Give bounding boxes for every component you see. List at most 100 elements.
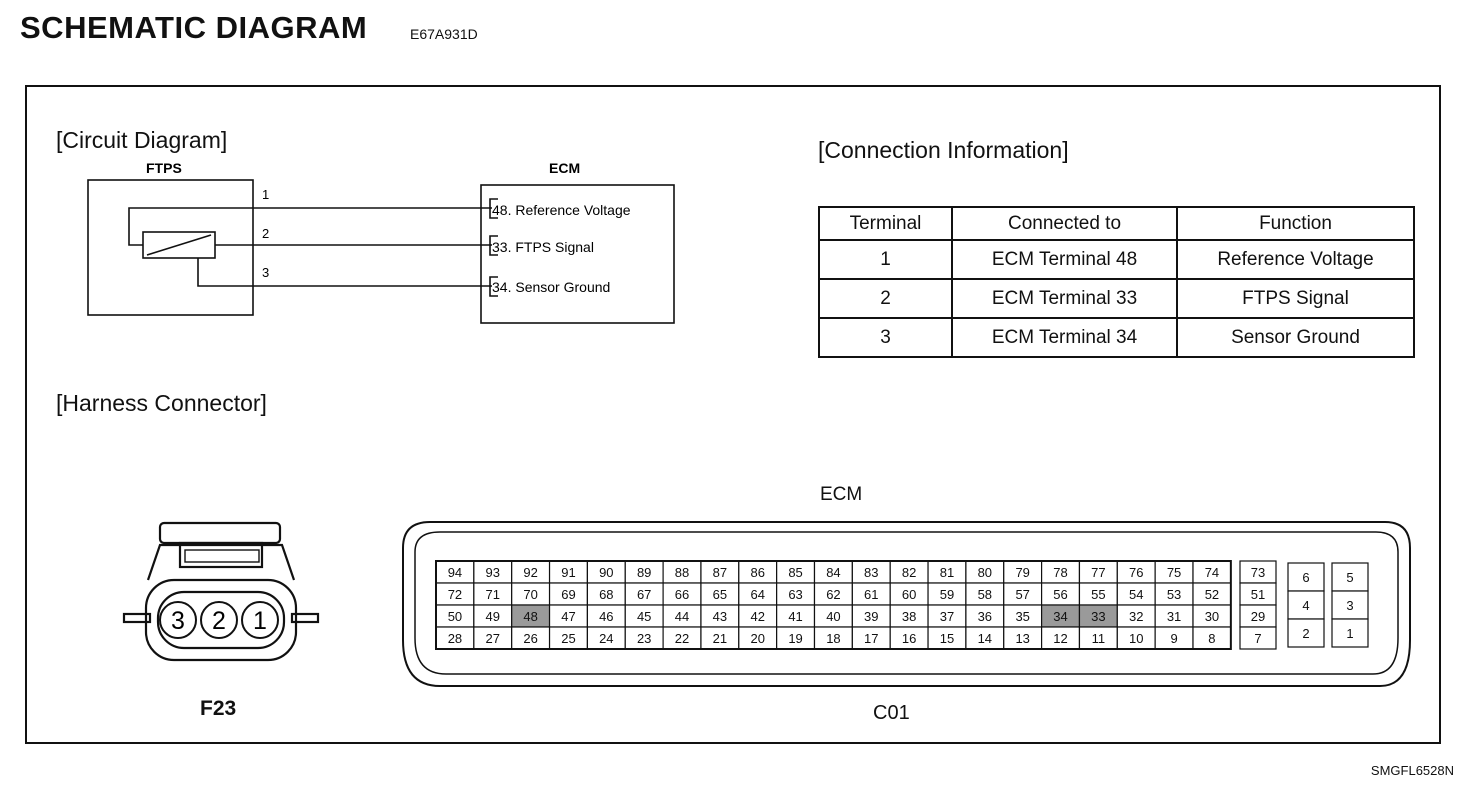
c01-pin: 26 — [511, 626, 551, 650]
c01-pin: 94 — [435, 560, 475, 584]
c01-pin: 39 — [851, 604, 891, 628]
connected-cell: ECM Terminal 48 — [951, 239, 1178, 280]
c01-pin: 36 — [965, 604, 1005, 628]
pin-number: 46 — [599, 609, 613, 624]
f23-pin: 3 — [159, 601, 197, 639]
c01-pin: 37 — [927, 604, 967, 628]
c01-pin: 27 — [473, 626, 513, 650]
pin-number: 17 — [864, 631, 878, 646]
pin-number: 40 — [826, 609, 840, 624]
f23-left-tab — [122, 612, 152, 624]
c01-pin: 9 — [1154, 626, 1194, 650]
c01-pin: 51 — [1239, 582, 1277, 606]
pin-number: 86 — [750, 565, 764, 580]
terminal-cell: 2 — [818, 278, 953, 319]
pin-number: 68 — [599, 587, 613, 602]
ecm-terminal-48-label: 48. Reference Voltage — [492, 202, 631, 218]
c01-label: C01 — [873, 702, 910, 724]
pin-number: 55 — [1091, 587, 1105, 602]
c01-pin: 13 — [1003, 626, 1043, 650]
c01-pin: 34 — [1040, 604, 1081, 628]
c01-pin: 6 — [1287, 562, 1325, 592]
c01-pin: 3 — [1331, 590, 1369, 620]
pin-number: 59 — [940, 587, 954, 602]
c01-pin: 88 — [662, 560, 702, 584]
pin-number: 81 — [940, 565, 954, 580]
pin-number: 70 — [523, 587, 537, 602]
terminal-cell: 3 — [818, 317, 953, 358]
c01-pin: 85 — [776, 560, 816, 584]
pin-number: 90 — [599, 565, 613, 580]
circuit-diagram — [87, 179, 675, 324]
pin-number: 53 — [1167, 587, 1181, 602]
c01-pin: 8 — [1192, 626, 1232, 650]
pin-number: 64 — [750, 587, 764, 602]
pin-number: 72 — [448, 587, 462, 602]
pin-number: 25 — [561, 631, 575, 646]
pin-number: 19 — [788, 631, 802, 646]
pin-number: 93 — [486, 565, 500, 580]
pin-number: 15 — [940, 631, 954, 646]
c01-pin: 55 — [1078, 582, 1118, 606]
pin-number: 5 — [1346, 570, 1353, 585]
pin-number: 51 — [1251, 587, 1265, 602]
table-header-row: Terminal Connected to Function — [818, 206, 1415, 241]
f23-pin-number: 2 — [212, 607, 226, 635]
c01-pin: 54 — [1116, 582, 1156, 606]
c01-pin: 81 — [927, 560, 967, 584]
c01-pin: 30 — [1192, 604, 1232, 628]
pin-number: 18 — [826, 631, 840, 646]
pin-number: 33 — [1091, 609, 1105, 624]
c01-pin: 65 — [700, 582, 740, 606]
c01-pin: 83 — [851, 560, 891, 584]
c01-pin: 89 — [624, 560, 664, 584]
pin-number: 36 — [978, 609, 992, 624]
c01-pin: 1 — [1331, 618, 1369, 648]
c01-pin: 28 — [435, 626, 475, 650]
c01-pin: 75 — [1154, 560, 1194, 584]
pin-number: 80 — [978, 565, 992, 580]
wire-1 — [128, 207, 492, 246]
c01-pin: 4 — [1287, 590, 1325, 620]
c01-pin: 41 — [776, 604, 816, 628]
pin-number: 8 — [1208, 631, 1215, 646]
pin-number: 21 — [713, 631, 727, 646]
document-id: E67A931D — [410, 26, 478, 42]
wire-2-pin: 2 — [262, 226, 269, 241]
pin-number: 88 — [675, 565, 689, 580]
ecm-connector-label: ECM — [820, 484, 863, 505]
c01-pin: 7 — [1239, 626, 1277, 650]
pin-number: 43 — [713, 609, 727, 624]
c01-pin: 31 — [1154, 604, 1194, 628]
ftps-label: FTPS — [146, 160, 182, 176]
f23-pin-circle — [241, 601, 279, 639]
f23-pin: 1 — [241, 601, 279, 639]
ecm-pin-bracket-48 — [489, 198, 498, 219]
pin-number: 77 — [1091, 565, 1105, 580]
pin-number: 71 — [486, 587, 500, 602]
pin-number: 39 — [864, 609, 878, 624]
pin-number: 92 — [523, 565, 537, 580]
pin-number: 60 — [902, 587, 916, 602]
pin-number: 47 — [561, 609, 575, 624]
pin-number: 49 — [486, 609, 500, 624]
c01-pin: 15 — [927, 626, 967, 650]
ecm-pin-bracket-33 — [489, 235, 498, 256]
terminal-cell: 1 — [818, 239, 953, 280]
pin-number: 58 — [978, 587, 992, 602]
pin-number: 24 — [599, 631, 613, 646]
c01-connector — [402, 521, 1411, 687]
pin-number: 79 — [1015, 565, 1029, 580]
diagram-frame — [25, 85, 1441, 744]
c01-pin: 24 — [586, 626, 626, 650]
c01-pin: 47 — [548, 604, 588, 628]
connected-cell: ECM Terminal 33 — [951, 278, 1178, 319]
pin-number: 9 — [1170, 631, 1177, 646]
c01-pin: 69 — [548, 582, 588, 606]
f23-pin-circle — [200, 601, 238, 639]
c01-pin: 64 — [738, 582, 778, 606]
pin-number: 57 — [1015, 587, 1029, 602]
pin-number: 34 — [1053, 609, 1067, 624]
c01-pin: 56 — [1040, 582, 1081, 606]
